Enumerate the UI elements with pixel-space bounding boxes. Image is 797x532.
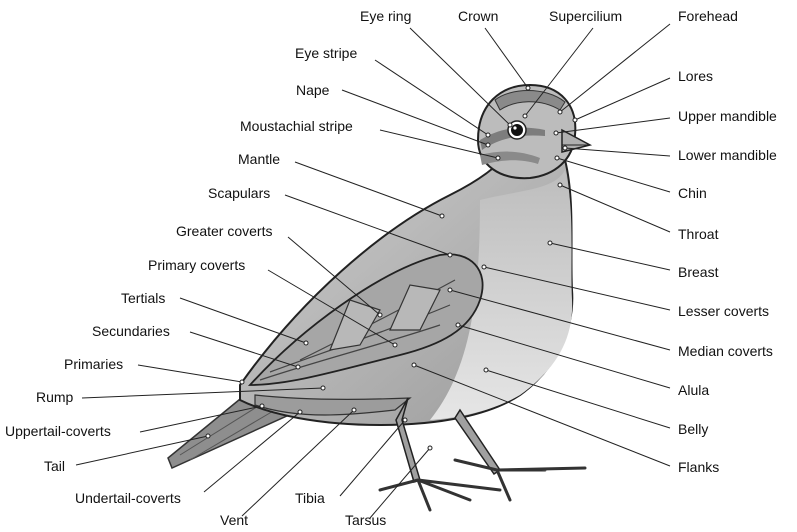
label-forehead: Forehead (678, 8, 738, 24)
label-vent: Vent (220, 512, 248, 528)
label-secundaries: Secundaries (92, 323, 170, 339)
label-supercilium: Supercilium (549, 8, 622, 24)
label-lesser-coverts: Lesser coverts (678, 303, 769, 319)
label-lower-mandible: Lower mandible (678, 147, 777, 163)
label-greater-coverts: Greater coverts (176, 223, 272, 239)
label-lores: Lores (678, 68, 713, 84)
label-eye-stripe: Eye stripe (295, 45, 357, 61)
label-alula: Alula (678, 382, 709, 398)
label-eye-ring: Eye ring (360, 8, 411, 24)
label-primaries: Primaries (64, 356, 123, 372)
label-flanks: Flanks (678, 459, 719, 475)
label-tarsus: Tarsus (345, 512, 386, 528)
label-mantle: Mantle (238, 151, 280, 167)
label-rump: Rump (36, 389, 73, 405)
label-belly: Belly (678, 421, 708, 437)
label-chin: Chin (678, 185, 707, 201)
label-tibia: Tibia (295, 490, 325, 506)
label-upper-mandible: Upper mandible (678, 108, 777, 124)
label-tail: Tail (44, 458, 65, 474)
label-median-coverts: Median coverts (678, 343, 773, 359)
label-scapulars: Scapulars (208, 185, 270, 201)
label-throat: Throat (678, 226, 718, 242)
label-tertials: Tertials (121, 290, 165, 306)
label-crown: Crown (458, 8, 498, 24)
label-primary-coverts: Primary coverts (148, 257, 245, 273)
label-undertail-coverts: Undertail-coverts (75, 490, 181, 506)
label-moustachial-stripe: Moustachial stripe (240, 118, 353, 134)
label-uppertail-coverts: Uppertail-coverts (5, 423, 111, 439)
label-breast: Breast (678, 264, 718, 280)
label-nape: Nape (296, 82, 329, 98)
